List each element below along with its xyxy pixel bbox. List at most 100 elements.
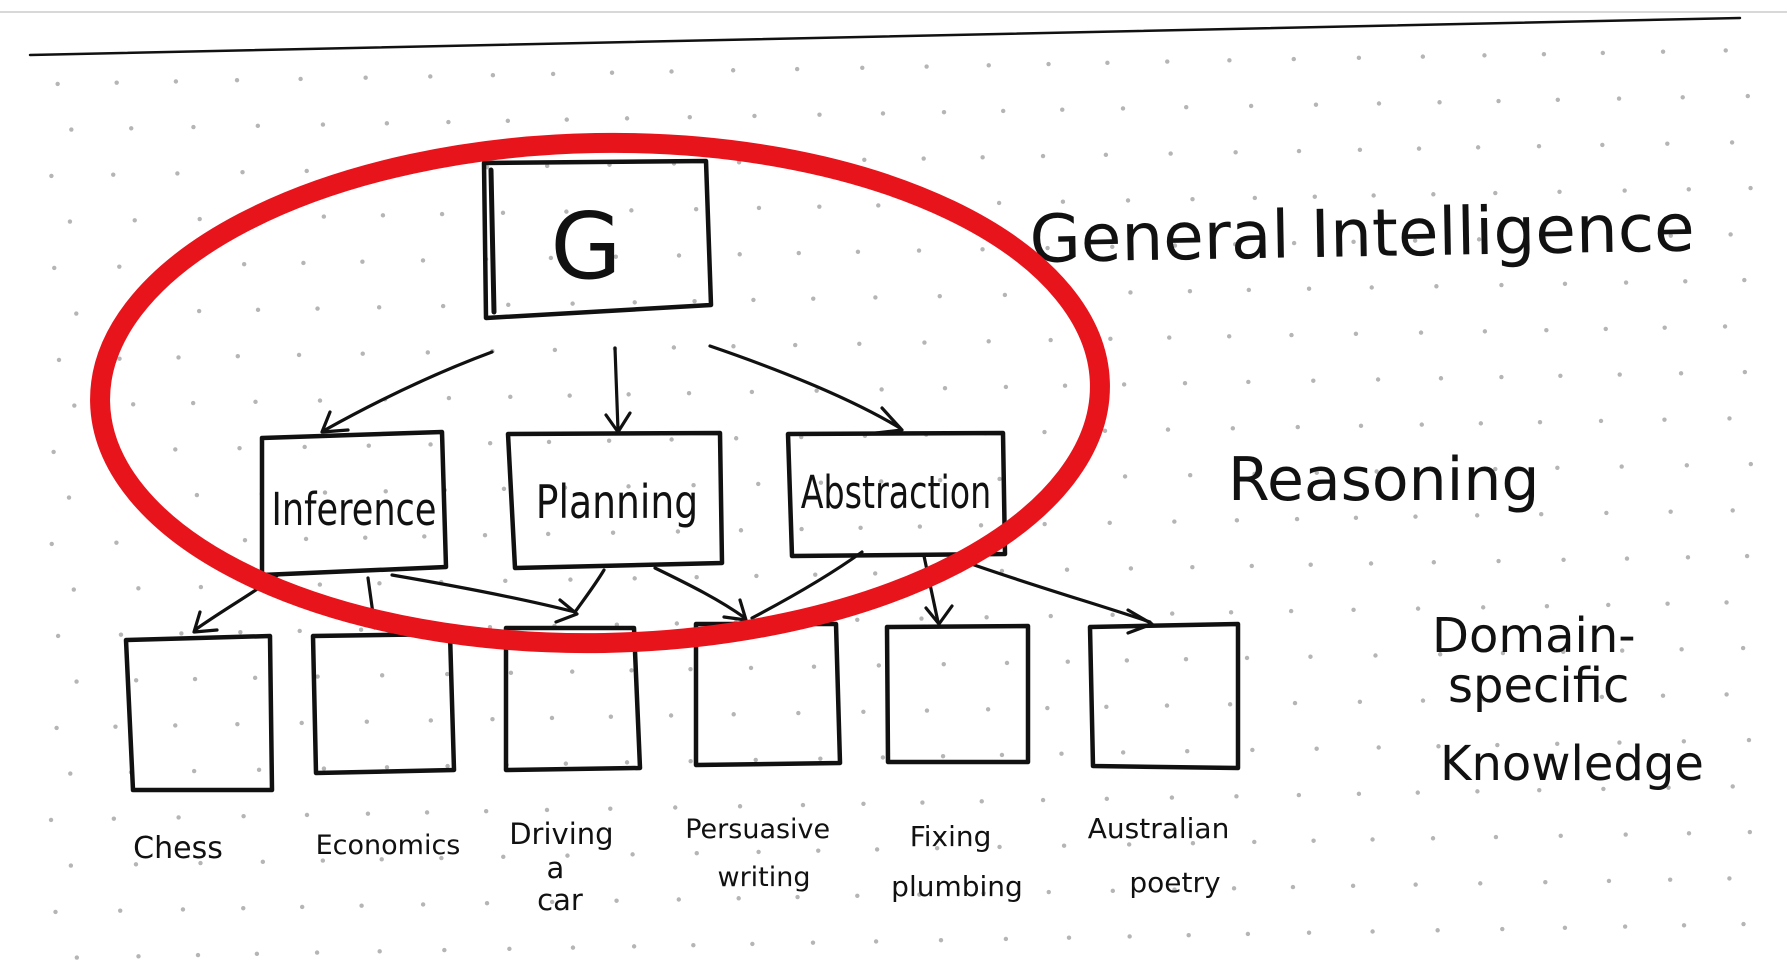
paper-dot: [1172, 887, 1177, 892]
paper-dot: [629, 208, 634, 213]
abstraction-label: Abstraction: [801, 467, 991, 519]
paper-dot: [1231, 886, 1237, 891]
paper-dot: [1313, 102, 1319, 107]
paper-dot: [671, 345, 677, 350]
paper-dot: [1619, 648, 1625, 653]
paper-dot: [428, 718, 434, 723]
paper-dot: [113, 724, 118, 729]
caption-driving-line-1: Driving: [509, 817, 613, 851]
paper-dot: [241, 261, 247, 267]
paper-dot: [1662, 325, 1667, 330]
paper-dot: [861, 709, 866, 714]
paper-dot: [1226, 334, 1232, 339]
paper-dot: [425, 350, 431, 355]
paper-dot: [114, 80, 119, 85]
paper-dot: [1167, 335, 1172, 340]
paper-dot: [1104, 796, 1110, 802]
paper-dot: [981, 891, 986, 896]
edge-g-abstraction-head: [874, 406, 904, 435]
paper-dot: [632, 576, 637, 581]
paper-dot: [986, 339, 991, 344]
paper-dot: [68, 771, 73, 776]
paper-dot: [985, 707, 991, 712]
paper-dot: [632, 300, 637, 305]
paper-dot: [855, 249, 861, 254]
paper-dot: [1373, 653, 1378, 658]
paper-dot: [1544, 603, 1550, 609]
caption-plumbing-line-1: Fixing: [910, 820, 992, 853]
paper-dot: [879, 479, 884, 484]
paper-dot: [986, 63, 991, 68]
paper-dot: [1187, 289, 1193, 294]
paper-dot: [1351, 607, 1356, 613]
paper-dot: [731, 344, 736, 349]
paper-dot: [1375, 377, 1381, 382]
paper-dot: [1660, 693, 1666, 698]
paper-dot: [364, 719, 370, 724]
paper-dot: [1555, 741, 1560, 746]
paper-dot: [549, 715, 555, 721]
paper-dot: [1376, 101, 1382, 106]
paper-dot: [1616, 96, 1622, 101]
paper-dot: [487, 441, 493, 446]
paper-dot: [1248, 103, 1254, 109]
paper-dot: [1686, 831, 1692, 836]
paper-dot: [916, 248, 922, 253]
paper-dot: [980, 247, 985, 252]
paper-dot: [1357, 147, 1363, 153]
paper-dot: [1431, 192, 1436, 197]
paper-dot: [813, 572, 818, 577]
paper-dot: [420, 902, 426, 907]
paper-dot: [1668, 509, 1673, 514]
root-node-label: G: [550, 193, 621, 300]
paper-dot: [1046, 889, 1051, 895]
paper-dot: [1127, 934, 1132, 939]
paper-dot: [631, 944, 637, 949]
paper-dot: [74, 955, 80, 960]
paper-dot: [748, 665, 754, 671]
paper-dot: [377, 949, 382, 954]
paper-dot: [860, 65, 865, 70]
paper-dot: [754, 573, 759, 579]
paper-dot: [1110, 244, 1115, 250]
paper-dot: [876, 203, 881, 208]
paper-dot: [505, 118, 511, 124]
paper-dot: [1110, 888, 1116, 894]
paper-dot: [1244, 655, 1250, 661]
paper-dot: [1476, 237, 1482, 242]
paper-dot: [1416, 146, 1422, 151]
paper-dot: [1622, 924, 1628, 929]
paper-dot: [1296, 792, 1302, 798]
paper-dot: [1730, 784, 1735, 789]
paper-dot: [428, 442, 433, 447]
paper-dot: [117, 264, 122, 269]
paper-dot: [1665, 141, 1670, 146]
paper-dot: [1482, 53, 1487, 58]
paper-dot: [1482, 329, 1488, 334]
paper-dot: [1376, 745, 1381, 750]
paper-dot: [501, 854, 506, 860]
paper-dot: [1536, 143, 1542, 149]
paper-dot: [1228, 610, 1234, 615]
paper-dot: [1048, 337, 1053, 343]
paper-dot: [544, 807, 550, 813]
domain-captions: Chess Economics Driving a car Persuasive…: [133, 812, 1229, 917]
paper-dot: [1183, 657, 1189, 662]
paper-dot: [550, 71, 556, 77]
paper-dot: [562, 485, 568, 490]
caption-persuasive-line-2: writing: [717, 862, 810, 893]
paper-dot: [752, 113, 757, 119]
paper-dot: [937, 293, 942, 299]
paper-dot: [1252, 195, 1258, 201]
paper-dot: [1371, 193, 1376, 198]
paper-dot: [1420, 698, 1426, 703]
paper-dot: [1745, 93, 1750, 99]
paper-dot: [1291, 240, 1297, 246]
reasoning-node-inference: Inference: [259, 429, 449, 578]
paper-dot: [241, 813, 246, 819]
paper-dot: [1358, 423, 1364, 429]
paper-dot: [1599, 694, 1605, 700]
paper-dot: [1004, 660, 1010, 666]
edge-abstraction-persuasive: [750, 550, 864, 620]
paper-dot: [363, 75, 368, 80]
